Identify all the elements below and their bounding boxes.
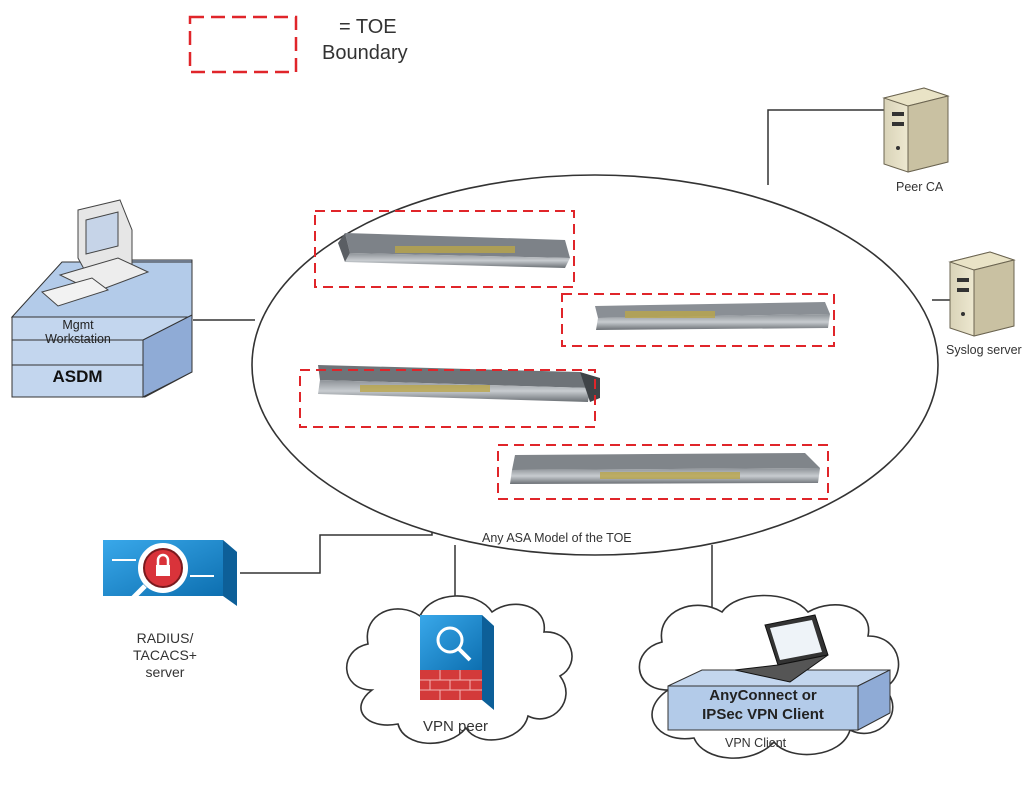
firewall-appliance-icon <box>338 233 570 268</box>
vpn-peer-label: VPN peer <box>423 718 489 735</box>
firewall-appliance-icon <box>510 453 820 484</box>
legend-boundary-symbol <box>188 15 298 74</box>
desktop-computer-icon <box>40 199 150 307</box>
vpn-client-box-line2: IPSec VPN Client <box>702 706 824 723</box>
server-tower-icon <box>882 87 950 173</box>
radius-label-line3: server <box>145 664 185 680</box>
toe-boundary-2 <box>561 293 835 347</box>
asdm-label: ASDM <box>52 367 103 386</box>
server-tower-icon <box>948 251 1016 337</box>
workstation-label-line2: Workstation <box>45 332 111 346</box>
vpn-client-box-line1: AnyConnect or <box>709 687 817 704</box>
legend-label-line1: = TOE <box>339 16 397 38</box>
radius-label-line2: TACACS+ <box>133 647 197 663</box>
syslog-label: Syslog server <box>946 343 1022 357</box>
vpn-client-label: VPN Client <box>725 736 787 750</box>
legend-label-line2: Boundary <box>322 42 408 64</box>
laptop-icon <box>734 614 829 683</box>
radius-label-line1: RADIUS/ <box>136 630 194 646</box>
workstation-label-line1: Mgmt <box>62 318 94 332</box>
toe-boundary-1 <box>314 210 575 288</box>
workstation-label: Mgmt Workstation <box>18 317 138 347</box>
toe-boundary-3 <box>299 369 596 428</box>
vpn-client-box-label: AnyConnect or IPSec VPN Client <box>668 686 858 724</box>
legend-label: = TOE Boundary <box>322 14 408 66</box>
toe-boundary-4 <box>497 444 829 500</box>
peer-ca-label: Peer CA <box>896 180 944 194</box>
firewall-appliance-icon <box>595 302 830 330</box>
radius-label: RADIUS/ TACACS+ server <box>120 630 210 681</box>
lock-magnifier-icon <box>103 540 237 608</box>
vpn-device-icon <box>420 615 494 710</box>
toe-cloud-label: Any ASA Model of the TOE <box>482 531 632 545</box>
